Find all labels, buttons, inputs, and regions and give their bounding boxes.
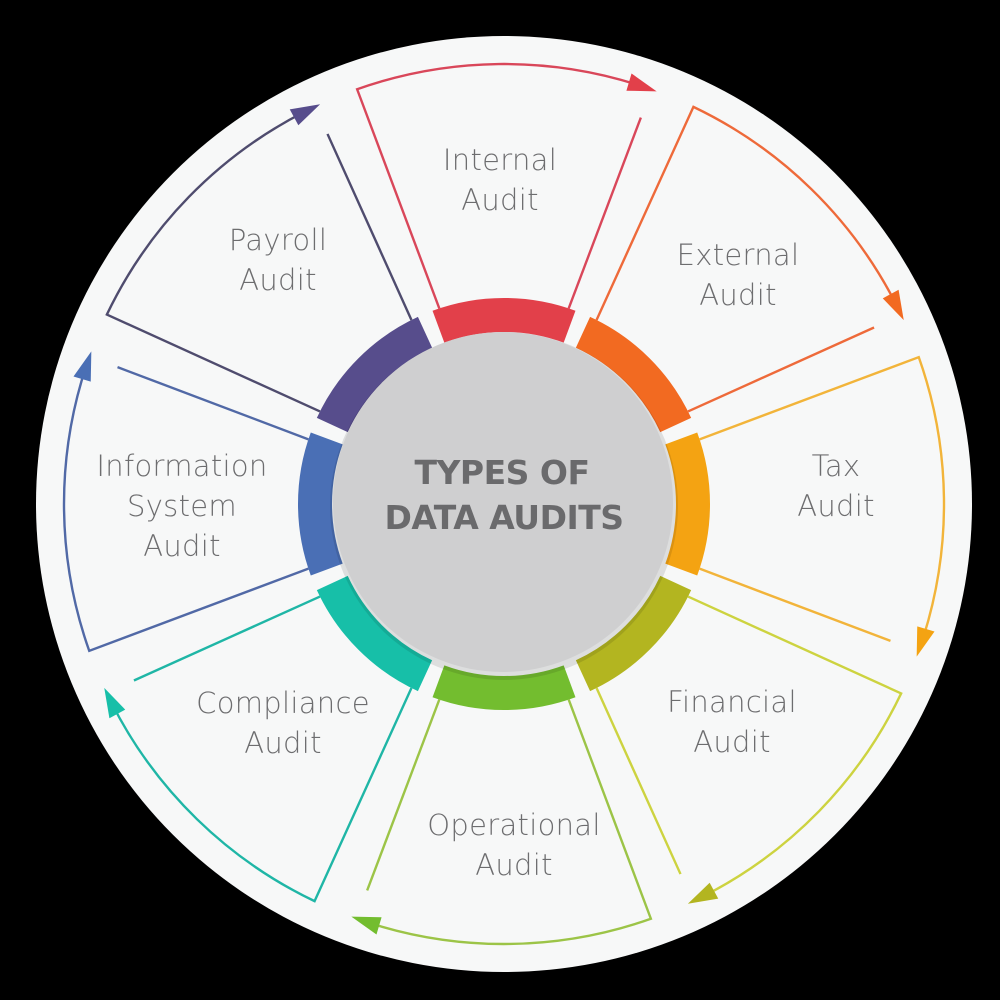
radial-edge-tax [699, 567, 891, 642]
segment-label-external-line1: External [677, 238, 800, 272]
arrowhead-icon [626, 73, 657, 92]
segment-label-operational-line1: Operational [427, 808, 600, 842]
arrowhead-icon [104, 687, 126, 719]
segment-label-information-system-line1: Information [96, 449, 267, 483]
segments-group: InternalAuditExternalAuditTaxAuditFinanc… [62, 62, 946, 946]
ring-arc-internal [432, 298, 576, 343]
radial-edge-payroll [326, 133, 413, 321]
segment-label-tax-line2: Audit [797, 489, 875, 523]
ring-arc-compliance [316, 575, 433, 692]
arrowhead-icon [289, 104, 321, 126]
center-title-line2: DATA AUDITS [384, 498, 623, 537]
segment-label-information-system-line3: Audit [143, 529, 221, 563]
ring-arc-tax [665, 432, 710, 576]
segment-label-tax-line1: Tax [812, 449, 861, 483]
ring-arc-external [575, 316, 692, 433]
segment-label-compliance-line1: Compliance [196, 686, 370, 720]
center-title-line1: TYPES OF [415, 453, 590, 492]
outline-arc-financial [687, 595, 903, 898]
outline-arc-internal [355, 62, 641, 309]
outline-arc-external [595, 105, 898, 321]
arrowhead-icon [916, 626, 935, 657]
segment-label-external-line2: Audit [699, 278, 777, 312]
arrowhead-icon [351, 916, 382, 935]
ring-arc-operational [432, 665, 576, 710]
radial-edge-financial [595, 687, 682, 875]
segment-label-compliance-line2: Audit [244, 726, 322, 760]
radial-edge-compliance [133, 595, 321, 682]
ring-arc-information-system [298, 432, 343, 576]
outline-arc-operational [367, 699, 653, 946]
segment-label-financial-line1: Financial [667, 685, 797, 719]
outline-arc-compliance [110, 687, 413, 903]
radial-edge-internal [567, 117, 642, 309]
outline-arc-tax [699, 355, 946, 641]
segment-label-financial-line2: Audit [693, 725, 771, 759]
ring-arc-financial [575, 575, 692, 692]
segment-label-internal-line1: Internal [443, 143, 557, 177]
segment-label-information-system-line2: System [127, 489, 237, 523]
center-disc [333, 332, 673, 672]
arrowhead-icon [687, 882, 719, 904]
ring-arc-payroll [316, 316, 433, 433]
segment-label-payroll-line1: Payroll [229, 223, 327, 257]
outline-arc-payroll [105, 110, 321, 413]
radial-edge-information-system [117, 366, 309, 441]
radial-edge-operational [366, 699, 441, 891]
outline-arc-information-system [62, 367, 309, 653]
segment-label-operational-line2: Audit [475, 848, 553, 882]
segment-label-payroll-line2: Audit [239, 263, 317, 297]
radial-edge-external [687, 326, 875, 413]
arrowhead-icon [882, 289, 904, 321]
segment-label-internal-line2: Audit [461, 183, 539, 217]
arrowhead-icon [73, 351, 92, 382]
